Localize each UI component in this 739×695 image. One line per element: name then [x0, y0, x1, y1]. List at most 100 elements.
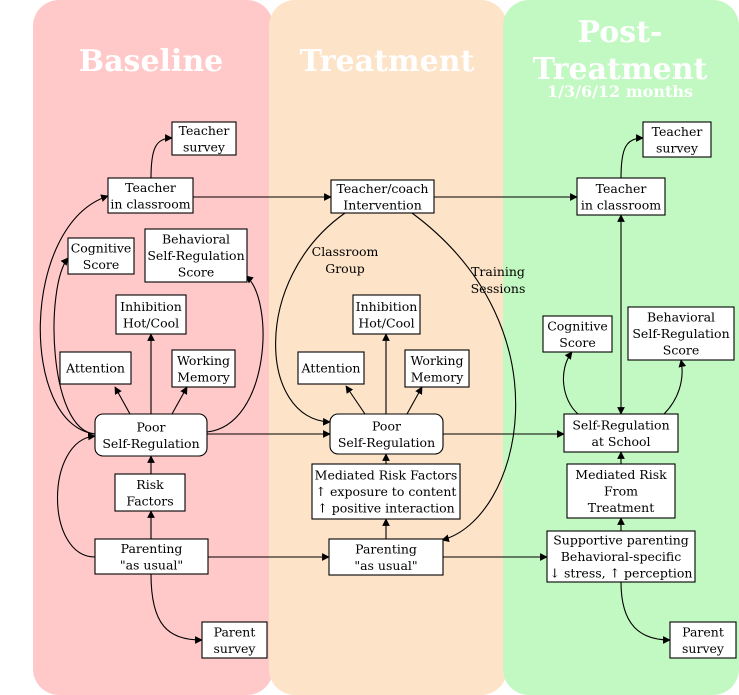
node-box [330, 179, 435, 214]
node-box [576, 177, 666, 216]
node-label-line: Attention [301, 361, 361, 376]
node-box [107, 177, 194, 214]
node-box [642, 121, 712, 158]
node-label-line: ↓ stress, ↑ perception [550, 566, 693, 581]
edge-b-poor-to-cognitive [53, 257, 96, 435]
node-label-line: Teacher [596, 181, 647, 196]
node-label-line: Behavioral [647, 310, 715, 325]
node-label-line: Working [177, 353, 230, 368]
node-label-line: Inhibition [120, 299, 182, 314]
node-box [329, 413, 444, 455]
node-box [171, 349, 236, 388]
node-label-line: Score [559, 335, 595, 350]
node-box [404, 349, 470, 388]
edge-b-parenting-to-poor [57, 432, 96, 558]
node-label-line: survey [656, 140, 699, 155]
node-label-line: Cognitive [71, 240, 132, 255]
node-box [546, 530, 696, 583]
node-box [297, 351, 365, 385]
node-label-line: in classroom [110, 196, 190, 211]
node-label-line: Score [663, 343, 699, 358]
column-baseline-bg [33, 0, 273, 695]
node-label-line: Mediated Risk Factors [315, 468, 458, 483]
node-label-line: Score [83, 257, 119, 272]
node-label-line: ↑ positive interaction [317, 501, 454, 516]
edge-label-training-sessions-2: Sessions [471, 281, 526, 296]
edge-p-selfreg-to-behavioral [663, 359, 687, 415]
node-label-line: Mediated Risk [575, 467, 667, 482]
node-label-line: Working [410, 353, 463, 368]
node-box [352, 294, 421, 335]
node-b-attention: Attention [59, 351, 132, 385]
edge-b-poor-to-working [171, 386, 188, 415]
edge-label-training-sessions-1: Training [471, 264, 525, 279]
node-p-supportive: Supportive parentingBehavioral-specific↓… [546, 530, 696, 583]
node-label-line: "as usual" [120, 557, 183, 572]
node-label-line: Poor [372, 418, 401, 433]
node-label-line: Self-Regulation [572, 417, 669, 432]
node-label-line: Teacher [125, 180, 176, 195]
node-box [94, 538, 209, 575]
node-label-line: Treatment [588, 500, 655, 515]
edge-p-teacher-to-survey [620, 134, 644, 179]
node-box [94, 413, 208, 457]
node-label-line: ↑ exposure to content [316, 484, 457, 499]
node-label-line: Score [178, 265, 214, 280]
column-subtitle-post: 1/3/6/12 months [547, 82, 693, 101]
node-box [171, 121, 237, 156]
node-label-line: Teacher [179, 123, 230, 138]
node-t-parenting: Parenting"as usual" [328, 538, 444, 576]
node-label-line: Self-Regulation [338, 435, 435, 450]
node-label-line: Hot/Cool [358, 315, 414, 330]
node-label-line: Behavioral [162, 232, 230, 247]
edge-t-poor-to-attention [345, 385, 366, 415]
node-label-line: Parenting [121, 541, 183, 556]
node-b-parent-survey: Parent survey [201, 621, 268, 659]
column-title-treatment: Treatment [300, 44, 475, 79]
edge-labels: Classroom Group Training Sessions [312, 244, 526, 296]
column-title-baseline: Baseline [79, 44, 223, 79]
node-label-line: Factors [126, 493, 173, 508]
edge-b-poor-to-attention [114, 386, 131, 415]
node-box [201, 621, 268, 659]
column-title-post-line2: Treatment [533, 52, 708, 87]
edge-b-poor-to-teacher [39, 194, 109, 435]
node-label-line: Teacher/coach [337, 181, 429, 196]
node-label-line: Parent [214, 624, 256, 639]
node-label-line: "as usual" [354, 558, 417, 573]
node-box [328, 538, 444, 576]
node-label-line: From [604, 484, 638, 499]
node-box [669, 621, 737, 659]
edge-b-parenting-to-parent-survey [150, 573, 203, 644]
edge-label-classroom-group-2: Group [325, 261, 365, 276]
node-label-line: Intervention [343, 197, 422, 212]
edge-coach-to-t-parenting [411, 212, 517, 542]
node-label-line: at School [591, 434, 650, 449]
node-t-mediated: Mediated Risk Factors↑ exposure to conte… [311, 463, 461, 520]
node-label-line: survey [214, 641, 257, 656]
node-box [144, 228, 248, 283]
column-treatment-bg [269, 0, 507, 695]
node-label-line: Parent [682, 624, 724, 639]
edge-b-teacher-to-survey [150, 134, 173, 179]
edge-p-selfreg-to-cognitive [562, 351, 579, 415]
edge-t-poor-to-working [406, 386, 423, 415]
node-label-line: Self-Regulation [632, 326, 729, 341]
node-box [59, 351, 132, 385]
node-label-line: Supportive parenting [553, 533, 689, 548]
node-box [542, 315, 613, 353]
node-label-line: Cognitive [547, 318, 608, 333]
